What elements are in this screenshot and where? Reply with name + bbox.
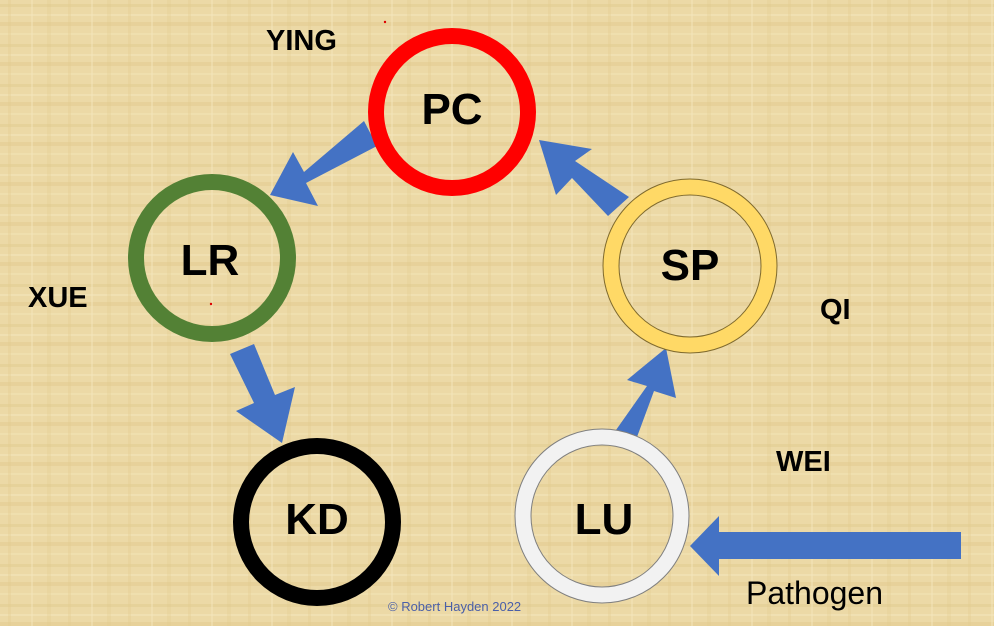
node-sp-label: SP: [660, 241, 720, 290]
node-kd-label: KD: [285, 495, 349, 544]
node-kd-circle: [233, 438, 401, 606]
level-ying-label: YING: [266, 25, 337, 57]
node-pc-circle: [368, 28, 536, 196]
arrow-lr-to-kd: [230, 344, 295, 443]
level-xue-label: XUE: [28, 282, 88, 314]
node-lu-circle-inner: [515, 429, 689, 603]
arrow-sp-to-pc: [539, 140, 629, 216]
node-pc-label: PC: [421, 85, 483, 134]
copyright-notice: © Robert Hayden 2022: [388, 599, 522, 614]
level-wei-label: WEI: [776, 446, 831, 478]
node-lr-label: LR: [180, 236, 240, 285]
level-qi-label: QI: [820, 294, 851, 326]
arrow-pathogen-to-lu: [690, 516, 961, 576]
node-lu-label: LU: [574, 495, 634, 544]
node-lr-circle: [128, 174, 296, 342]
speck: [209, 302, 213, 306]
arrow-lu-to-sp: [616, 348, 676, 437]
node-sp-circle-inner: [603, 179, 777, 353]
pathogen-label: Pathogen: [746, 575, 884, 611]
arrow-pc-to-lr: [270, 121, 377, 206]
speck: [383, 20, 387, 24]
